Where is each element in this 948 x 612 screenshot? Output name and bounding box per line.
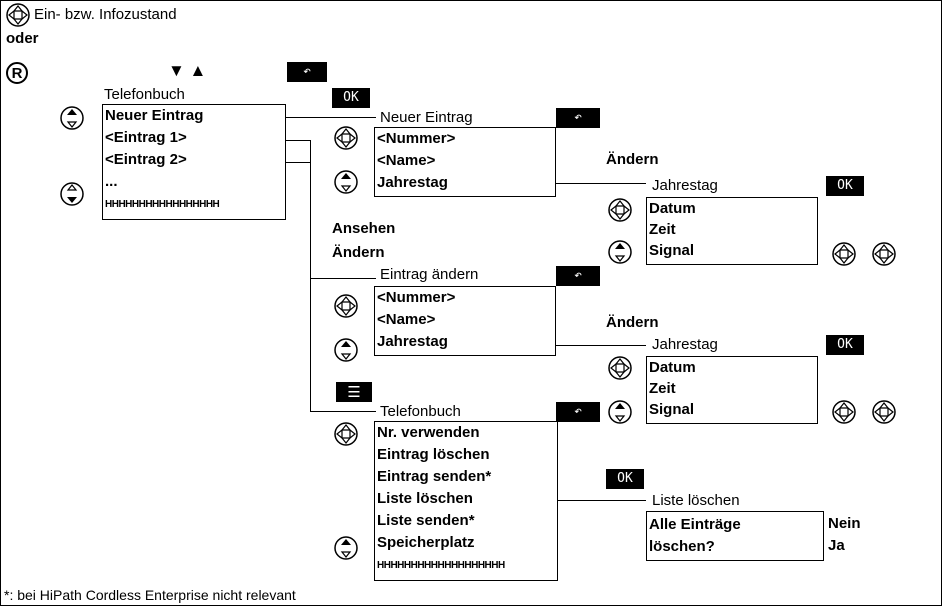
back-softkey[interactable]: ↶ bbox=[556, 108, 600, 128]
connector bbox=[556, 345, 646, 346]
list-item[interactable]: Liste senden* bbox=[377, 512, 475, 529]
ok-softkey[interactable]: OK bbox=[826, 335, 864, 355]
list-item[interactable]: Liste löschen bbox=[377, 490, 473, 507]
back-softkey[interactable]: ↶ bbox=[556, 402, 600, 422]
list-item[interactable]: Zeit bbox=[649, 380, 676, 397]
control-key-icon[interactable] bbox=[334, 422, 358, 446]
list-item[interactable]: Signal bbox=[649, 242, 695, 259]
control-key-icon[interactable] bbox=[6, 3, 30, 27]
connector bbox=[310, 411, 376, 412]
delete-list-box: Alle Einträge löschen? bbox=[646, 511, 824, 561]
connector bbox=[310, 278, 376, 279]
ok-softkey[interactable]: OK bbox=[332, 88, 370, 108]
list-item[interactable]: Signal bbox=[649, 401, 695, 418]
yes-option[interactable]: Ja bbox=[828, 537, 845, 554]
anniversary-box: Datum Zeit Signal bbox=[646, 197, 818, 265]
list-item[interactable]: Eintrag senden* bbox=[377, 468, 492, 485]
back-softkey[interactable]: ↶ bbox=[556, 266, 600, 286]
control-key-left-icon[interactable] bbox=[832, 242, 856, 266]
control-key-left-icon[interactable] bbox=[832, 400, 856, 424]
control-key-up-icon[interactable] bbox=[334, 536, 358, 560]
edit-entry-title: Eintrag ändern bbox=[380, 266, 479, 283]
control-key-up-icon[interactable] bbox=[608, 240, 632, 264]
control-key-up-icon[interactable] bbox=[334, 338, 358, 362]
delete-list-title: Liste löschen bbox=[652, 492, 740, 509]
phonebook-title: Telefonbuch bbox=[104, 86, 185, 103]
control-key-icon[interactable] bbox=[608, 356, 632, 380]
list-item[interactable]: <Nummer> bbox=[377, 130, 456, 147]
list-item[interactable]: <Eintrag 1> bbox=[105, 129, 187, 146]
control-key-down-icon[interactable] bbox=[60, 182, 84, 206]
list-item[interactable]: Neuer Eintrag bbox=[105, 107, 204, 124]
list-item[interactable]: Eintrag löschen bbox=[377, 446, 490, 463]
anniversary-box: Datum Zeit Signal bbox=[646, 356, 818, 424]
control-key-right-icon[interactable] bbox=[872, 242, 896, 266]
r-key-icon[interactable]: R bbox=[6, 62, 28, 84]
control-key-icon[interactable] bbox=[334, 294, 358, 318]
list-item[interactable]: Speicherplatz bbox=[377, 534, 475, 551]
confirm-line-1: Alle Einträge bbox=[649, 516, 741, 533]
control-key-icon[interactable] bbox=[608, 198, 632, 222]
or-label: oder bbox=[6, 30, 39, 47]
connector bbox=[286, 162, 310, 163]
view-label: Ansehen bbox=[332, 220, 396, 237]
no-option[interactable]: Nein bbox=[828, 515, 861, 532]
list-item[interactable]: ... bbox=[105, 173, 118, 190]
anniversary-title: Jahrestag bbox=[652, 177, 718, 194]
control-key-up-icon[interactable] bbox=[334, 170, 358, 194]
control-key-right-icon[interactable] bbox=[872, 400, 896, 424]
connector bbox=[558, 500, 646, 501]
list-item[interactable]: Nr. verwenden bbox=[377, 424, 480, 441]
list-item[interactable]: <Name> bbox=[377, 311, 436, 328]
list-item[interactable]: <Name> bbox=[377, 152, 436, 169]
phonebook-menu-box: Nr. verwenden Eintrag löschen Eintrag se… bbox=[374, 421, 558, 581]
list-item[interactable]: Zeit bbox=[649, 221, 676, 238]
scrollbar[interactable]: HHHHHHHHHHHHHHHHHHH bbox=[377, 560, 505, 571]
arrow-keys-label: ▼ ▲ bbox=[168, 61, 207, 80]
new-entry-title: Neuer Eintrag bbox=[380, 109, 473, 126]
list-item[interactable]: <Eintrag 2> bbox=[105, 151, 187, 168]
footnote: *: bei HiPath Cordless Enterprise nicht … bbox=[4, 587, 296, 603]
list-item[interactable]: Jahrestag bbox=[377, 174, 448, 191]
menu-softkey-icon[interactable]: ☰ bbox=[336, 382, 372, 402]
connector bbox=[556, 183, 646, 184]
list-item[interactable]: <Nummer> bbox=[377, 289, 456, 306]
connector bbox=[286, 140, 310, 141]
idle-state-label: Ein- bzw. Infozustand bbox=[34, 6, 177, 23]
edit-entry-box: <Nummer> <Name> Jahrestag bbox=[374, 286, 556, 356]
new-entry-box: <Nummer> <Name> Jahrestag bbox=[374, 127, 556, 197]
change-label: Ändern bbox=[332, 244, 385, 261]
control-key-icon[interactable] bbox=[334, 126, 358, 150]
control-key-up-icon[interactable] bbox=[608, 400, 632, 424]
ok-softkey[interactable]: OK bbox=[606, 469, 644, 489]
connector bbox=[310, 140, 311, 412]
list-item[interactable]: Jahrestag bbox=[377, 333, 448, 350]
change-label: Ändern bbox=[606, 151, 659, 168]
anniversary-title: Jahrestag bbox=[652, 336, 718, 353]
ok-softkey[interactable]: OK bbox=[826, 176, 864, 196]
confirm-line-2: löschen? bbox=[649, 538, 715, 555]
list-item[interactable]: Datum bbox=[649, 200, 696, 217]
phonebook-list-box: Neuer Eintrag <Eintrag 1> <Eintrag 2> ..… bbox=[102, 104, 286, 220]
scrollbar[interactable]: HHHHHHHHHHHHHHHHH bbox=[105, 199, 220, 210]
back-softkey[interactable]: ↶ bbox=[287, 62, 327, 82]
control-key-up-icon[interactable] bbox=[60, 106, 84, 130]
phonebook-menu-title: Telefonbuch bbox=[380, 403, 461, 420]
connector bbox=[286, 117, 376, 118]
list-item[interactable]: Datum bbox=[649, 359, 696, 376]
change-label: Ändern bbox=[606, 314, 659, 331]
